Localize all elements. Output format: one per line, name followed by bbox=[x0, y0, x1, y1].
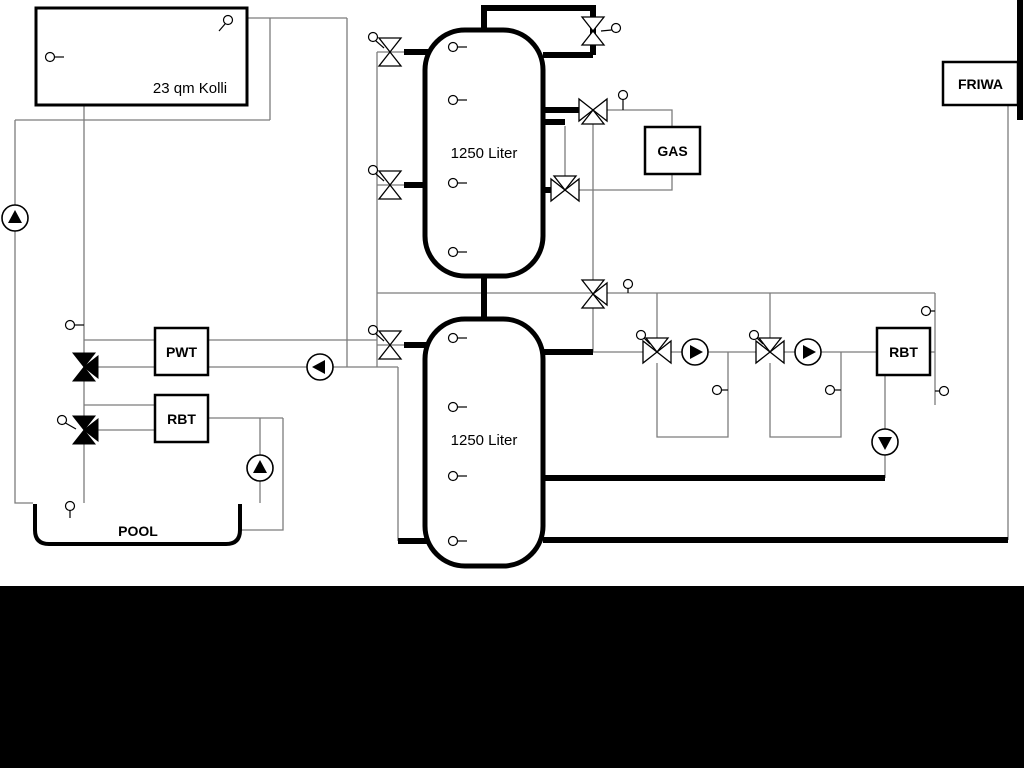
collector-label: 23 qm Kolli bbox=[153, 80, 227, 97]
temperature-sensor-icon bbox=[711, 384, 723, 396]
sensor-stem bbox=[218, 23, 226, 32]
gas-label: GAS bbox=[657, 143, 687, 159]
buffer-tank-2: 1250 Liter bbox=[422, 316, 546, 569]
temperature-sensor-icon bbox=[64, 319, 76, 331]
friwa-body bbox=[941, 60, 1020, 107]
temperature-sensor-icon bbox=[56, 414, 68, 426]
pwt-label: PWT bbox=[166, 344, 198, 360]
valve-actuator-icon bbox=[622, 278, 634, 290]
gas-body bbox=[643, 125, 702, 176]
tank2-label: 1250 Liter bbox=[451, 432, 518, 449]
temperature-sensor-icon bbox=[447, 41, 459, 53]
pump-up-icon bbox=[1, 204, 29, 232]
pipe-segment bbox=[769, 352, 842, 438]
rbt-right-body bbox=[875, 326, 932, 377]
temperature-sensor-icon bbox=[64, 500, 76, 512]
rbt-left: RBT bbox=[153, 393, 210, 444]
solar-collector: 23 qm Kolli bbox=[34, 6, 249, 107]
rbt-left-body bbox=[153, 393, 210, 444]
rbt-left-label: RBT bbox=[167, 411, 196, 427]
temperature-sensor-icon bbox=[447, 332, 459, 344]
pipe-segment bbox=[607, 109, 673, 127]
valve-actuator-icon bbox=[367, 164, 379, 176]
valve-actuator-icon bbox=[367, 31, 379, 43]
valve-actuator-icon bbox=[367, 324, 379, 336]
pwt-heat-exchanger: PWT bbox=[153, 326, 210, 377]
rbt-right: RBT bbox=[875, 326, 932, 377]
temperature-sensor-icon bbox=[447, 470, 459, 482]
valve-actuator-icon bbox=[610, 22, 622, 34]
rbt-right-label: RBT bbox=[889, 344, 918, 360]
pump-down-icon bbox=[871, 428, 899, 456]
pipe-segment bbox=[240, 418, 284, 531]
pump-up-icon bbox=[246, 454, 274, 482]
tank-body bbox=[422, 27, 546, 279]
pipe-segment bbox=[579, 174, 673, 191]
valve-actuator-icon bbox=[617, 89, 629, 101]
gas-boiler: GAS bbox=[643, 125, 702, 176]
pool: POOL bbox=[33, 500, 242, 546]
valve-actuator-icon bbox=[635, 329, 647, 341]
collector-body bbox=[34, 6, 249, 107]
tank1-label: 1250 Liter bbox=[451, 145, 518, 162]
temperature-sensor-icon bbox=[447, 535, 459, 547]
temperature-sensor-icon bbox=[447, 94, 459, 106]
buffer-tank-1: 1250 Liter bbox=[422, 27, 546, 279]
temperature-sensor-icon bbox=[447, 401, 459, 413]
pump-left-icon bbox=[306, 353, 334, 381]
valve-actuator-icon bbox=[748, 329, 760, 341]
pipe-segment bbox=[14, 120, 33, 504]
temperature-sensor-icon bbox=[447, 246, 459, 258]
friwa-module: FRIWA bbox=[941, 60, 1020, 107]
tank-sensors bbox=[447, 332, 467, 547]
pipe-segment bbox=[656, 352, 729, 438]
temperature-sensor-icon bbox=[44, 51, 56, 63]
sensors bbox=[56, 22, 950, 430]
pump-right-icon bbox=[681, 338, 709, 366]
pool-basin bbox=[33, 504, 242, 546]
temperature-sensor-icon bbox=[447, 177, 459, 189]
letterbox-bottom bbox=[0, 586, 1024, 768]
tank-body bbox=[422, 316, 546, 569]
friwa-label: FRIWA bbox=[958, 76, 1003, 92]
pool-label: POOL bbox=[118, 523, 158, 539]
temperature-sensor-icon bbox=[938, 385, 950, 397]
temperature-sensor-icon bbox=[920, 305, 932, 317]
temperature-sensor-icon bbox=[222, 14, 234, 26]
pump-right-icon bbox=[794, 338, 822, 366]
tank-sensors bbox=[447, 41, 467, 258]
temperature-sensor-icon bbox=[824, 384, 836, 396]
pwt-body bbox=[153, 326, 210, 377]
